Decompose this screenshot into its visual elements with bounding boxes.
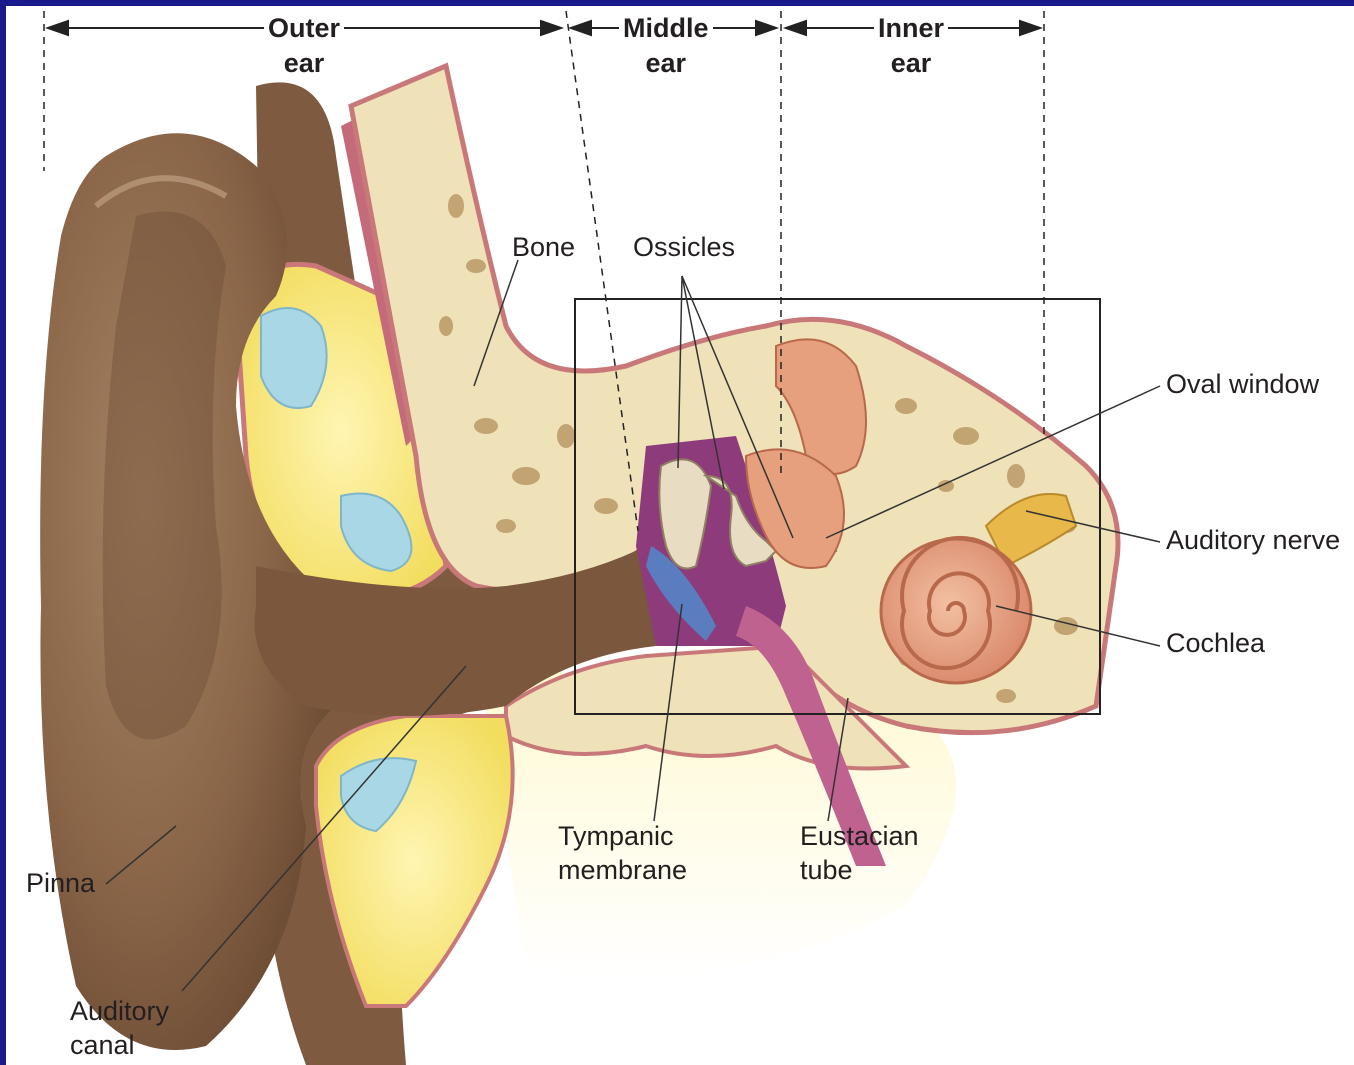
label-oval-window: Oval window: [1166, 367, 1319, 401]
outer-ear-heading: Outer ear: [264, 11, 344, 81]
label-auditory-canal: Auditory canal: [70, 994, 169, 1062]
ear-illustration: [6, 6, 1354, 1065]
label-pinna: Pinna: [26, 866, 95, 900]
middle-ear-heading: Middle ear: [619, 11, 713, 81]
upper-cartilage-1: [261, 308, 327, 408]
cochlea-spiral: [881, 538, 1031, 683]
label-eustacian-tube: Eustacian tube: [800, 819, 919, 887]
label-bone: Bone: [512, 230, 575, 264]
label-cochlea: Cochlea: [1166, 626, 1265, 660]
label-ossicles: Ossicles: [633, 230, 735, 264]
ear-anatomy-diagram: Outer ear Middle ear Inner ear Bone Ossi…: [6, 6, 1354, 1065]
label-tympanic-membrane: Tympanic membrane: [558, 819, 687, 887]
label-auditory-nerve: Auditory nerve: [1166, 523, 1340, 557]
inner-ear-heading: Inner ear: [874, 11, 948, 81]
